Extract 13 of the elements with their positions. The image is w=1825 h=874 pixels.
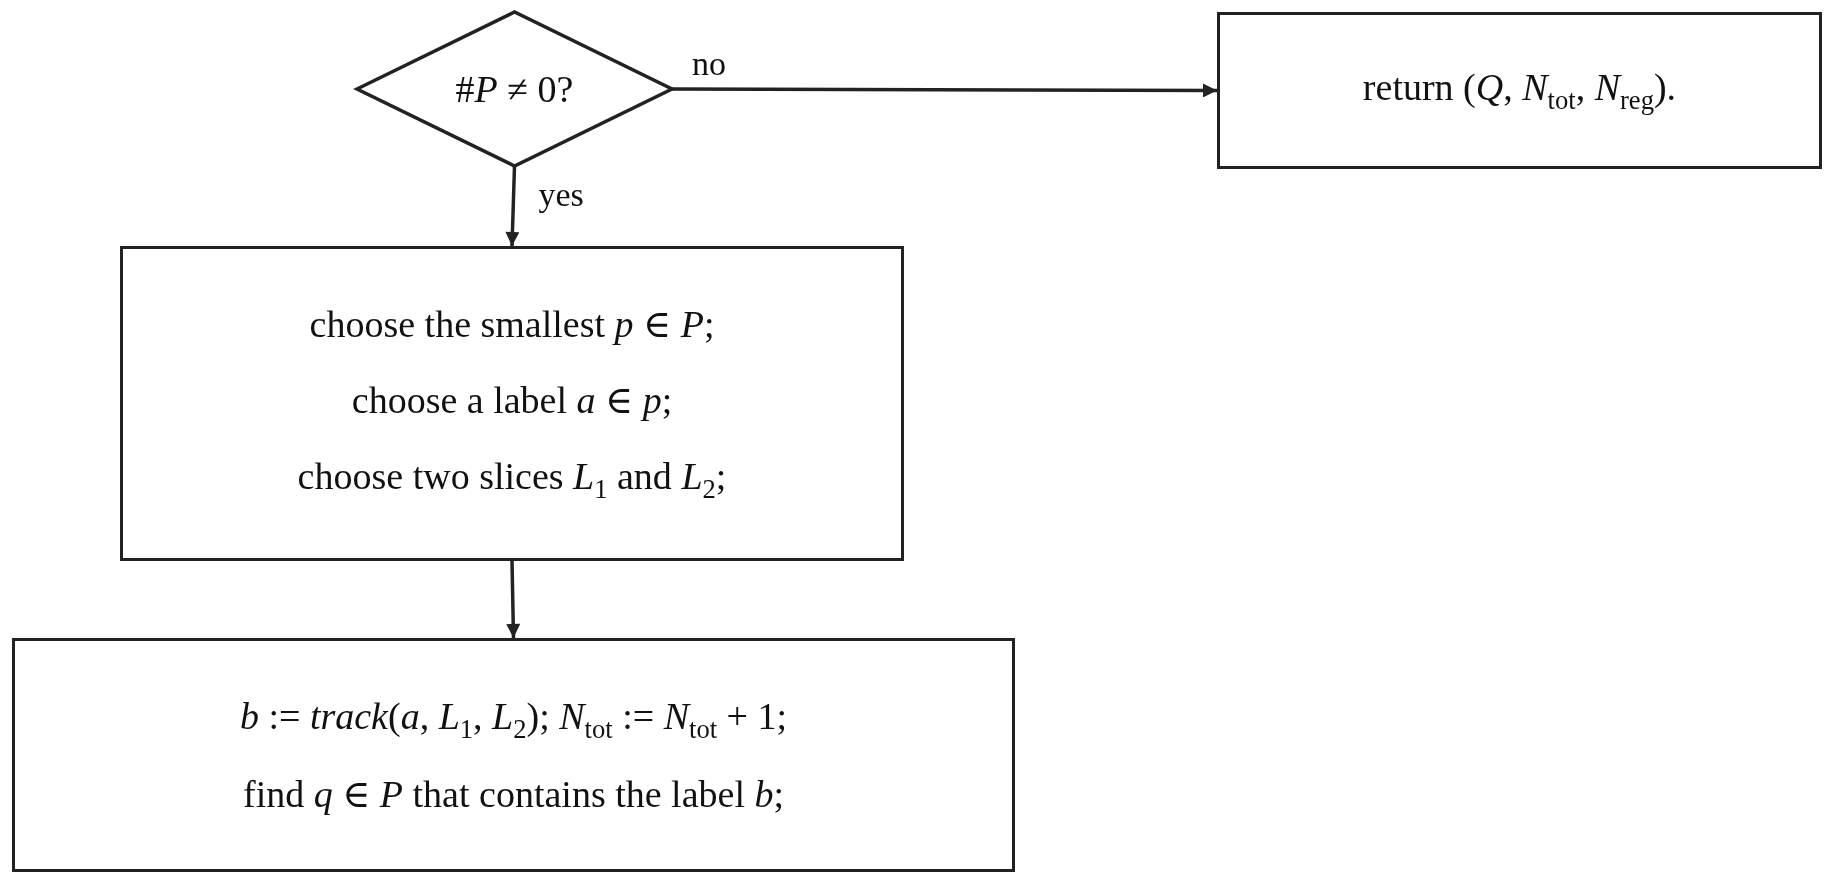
node-text: b := track(a, L$_{1}$, L$_{2}$); N$_{tot}$ := N$_{tot}$ + 1;	[239, 693, 788, 745]
node-text: choose two slices L$_{1}$ and L$_{2}$;	[297, 454, 727, 505]
node-text: choose a label a ∈ p;	[351, 378, 673, 423]
node-text: #P ≠ 0?	[455, 67, 574, 111]
node-text: find q ∈ P that contains the label b;	[243, 772, 784, 817]
arrow	[505, 165, 520, 247]
process-box	[120, 246, 904, 561]
arrow	[672, 83, 1217, 98]
process-box	[12, 638, 1015, 872]
arrow	[506, 560, 521, 639]
process-box	[1217, 12, 1822, 169]
node-text: choose the smallest p ∈ P;	[309, 302, 715, 347]
node-text: return (Q, N$_{tot}$, N$_{reg}$).	[1362, 65, 1677, 116]
